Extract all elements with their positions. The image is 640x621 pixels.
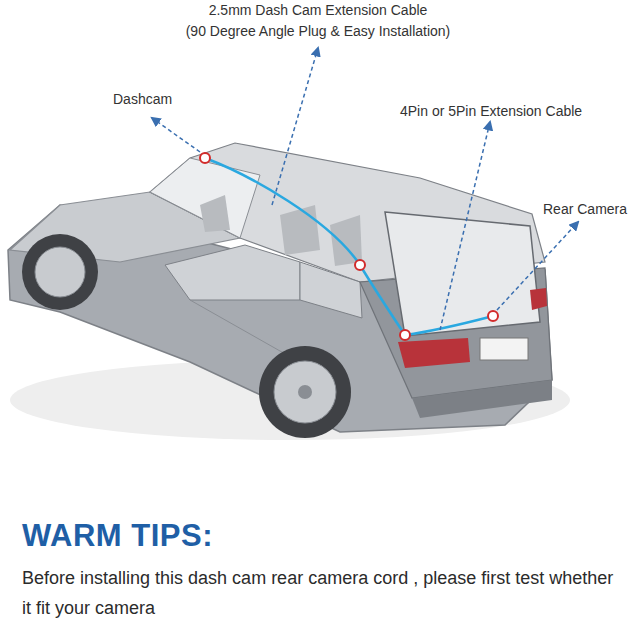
leader-line — [272, 48, 318, 205]
rim — [35, 247, 85, 297]
windshield — [150, 158, 260, 238]
wheel — [22, 234, 98, 310]
seat — [200, 195, 230, 232]
leader-line — [440, 122, 490, 330]
wheel — [259, 346, 351, 438]
leader-line — [152, 118, 200, 152]
tail-light — [398, 338, 470, 368]
license-plate — [480, 338, 528, 360]
tips-heading: WARM TIPS: — [22, 518, 213, 554]
part-label: Rear Camera — [543, 200, 627, 218]
connection-point — [200, 153, 210, 163]
side-window — [165, 245, 300, 300]
rear-window — [385, 212, 540, 336]
side-window — [300, 262, 362, 318]
connection-point — [488, 311, 498, 321]
part-label: 4Pin or 5Pin Extension Cable — [400, 102, 582, 120]
seat — [330, 215, 362, 266]
cable-note: (90 Degree Angle Plug & Easy Installatio… — [186, 22, 451, 40]
leader-line — [497, 222, 578, 310]
hub — [298, 385, 312, 399]
bumper — [412, 380, 552, 418]
camera-cable — [205, 158, 493, 335]
cable-label: 2.5mm Dash Cam Extension Cable — [209, 1, 428, 19]
connection-point — [400, 330, 410, 340]
tips-note: Before installing this dash cam rear cam… — [22, 563, 622, 621]
part-label: Dashcam — [113, 90, 172, 108]
tail-light — [530, 288, 547, 310]
rim — [274, 361, 336, 423]
connection-point — [355, 260, 365, 270]
seat — [280, 205, 320, 255]
